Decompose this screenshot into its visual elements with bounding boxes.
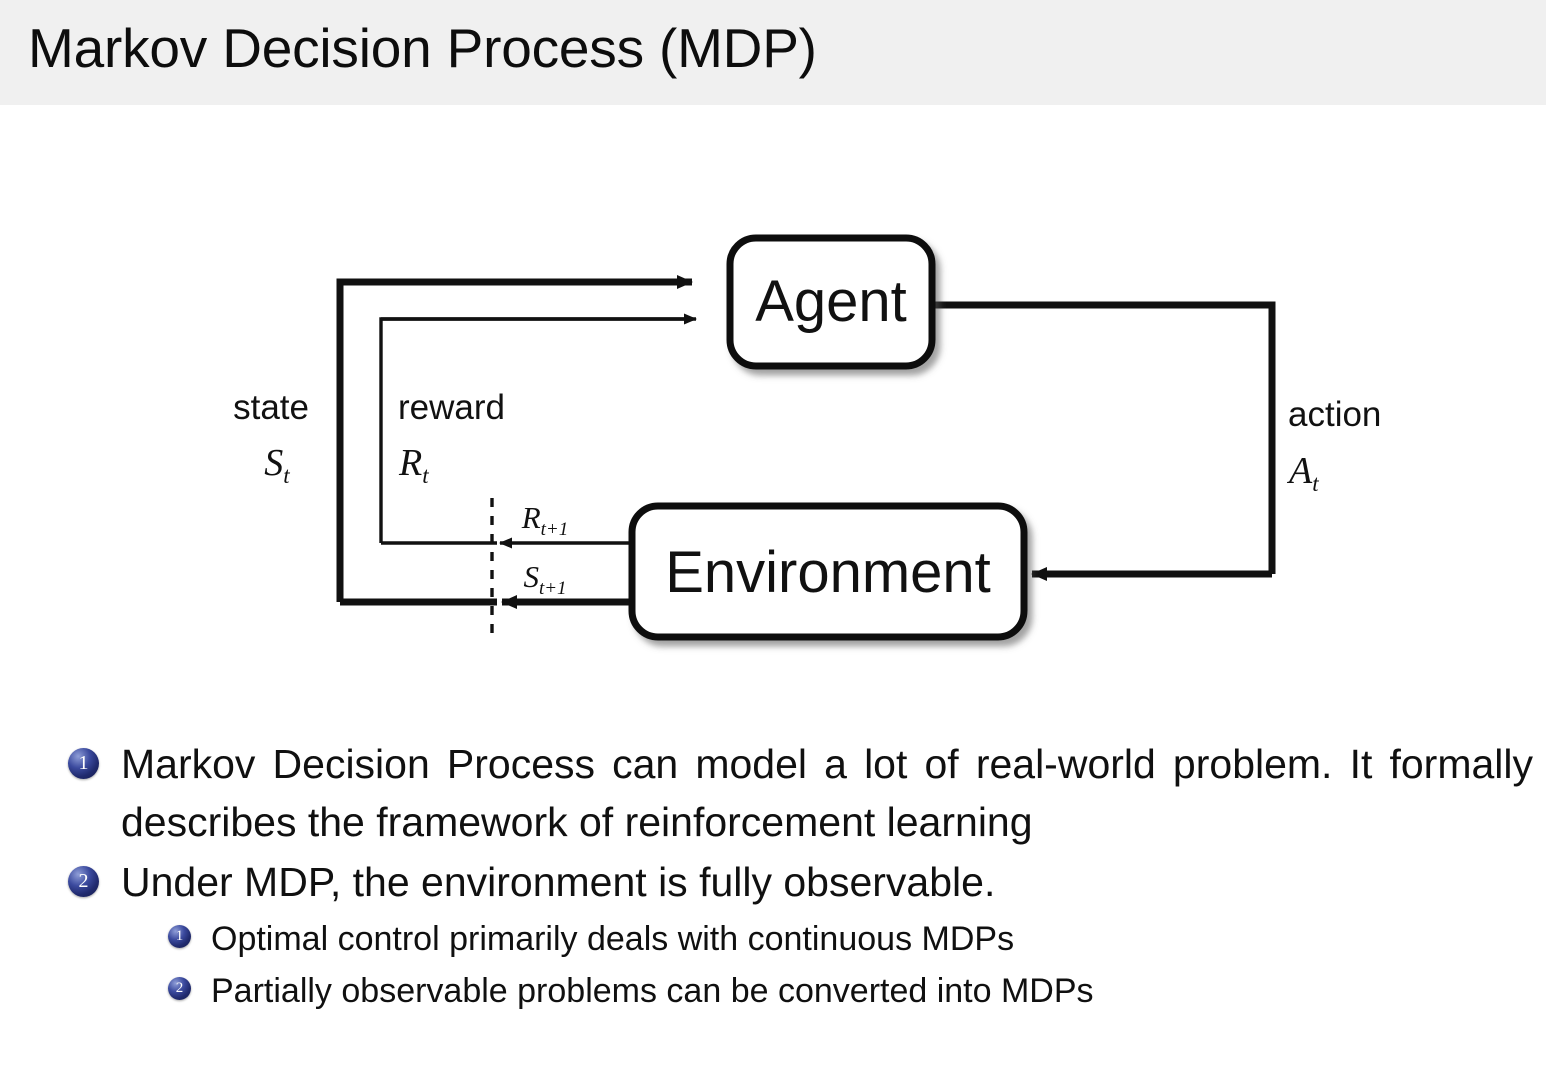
next-state-label: St+1	[523, 559, 566, 599]
reward-label-symbol: Rt	[398, 442, 429, 488]
sub-bullet-text: Optimal control primarily deals with con…	[211, 920, 1015, 958]
agent-box	[726, 234, 936, 370]
reward-label-word: reward	[398, 388, 505, 427]
mdp-interaction-diagram: Agent Environment state St reward Rt act…	[0, 105, 1546, 705]
list-item: 1 Optimal control primarily deals with c…	[0, 913, 1546, 965]
agent-box-label: Agent	[755, 269, 907, 334]
bullet-marker-2: 2	[68, 866, 99, 897]
sub-bullet-text: Partially observable problems can be con…	[211, 972, 1094, 1010]
environment-box	[628, 502, 1028, 641]
bullet-text: Under MDP, the environment is fully obse…	[121, 859, 996, 905]
bullet-list: 1 Markov Decision Process can model a lo…	[0, 735, 1546, 1017]
action-label-word: action	[1288, 395, 1381, 434]
state-label-word: state	[233, 388, 309, 427]
list-item: 2 Under MDP, the environment is fully ob…	[0, 853, 1546, 911]
next-reward-label: Rt+1	[521, 500, 569, 540]
action-path	[932, 301, 1276, 574]
title-bar	[0, 0, 1546, 105]
page-title: Markov Decision Process (MDP)	[28, 17, 817, 79]
action-label-symbol: At	[1286, 450, 1319, 496]
bullet-marker-1: 1	[68, 748, 99, 779]
sub-bullet-marker-1: 1	[168, 925, 191, 948]
state-label-symbol: St	[264, 442, 290, 488]
sub-bullet-marker-2: 2	[168, 977, 191, 1000]
list-item: 1 Markov Decision Process can model a lo…	[0, 735, 1546, 851]
environment-box-label: Environment	[665, 540, 991, 605]
bullet-text: Markov Decision Process can model a lot …	[121, 741, 1533, 845]
list-item: 2 Partially observable problems can be c…	[0, 965, 1546, 1017]
